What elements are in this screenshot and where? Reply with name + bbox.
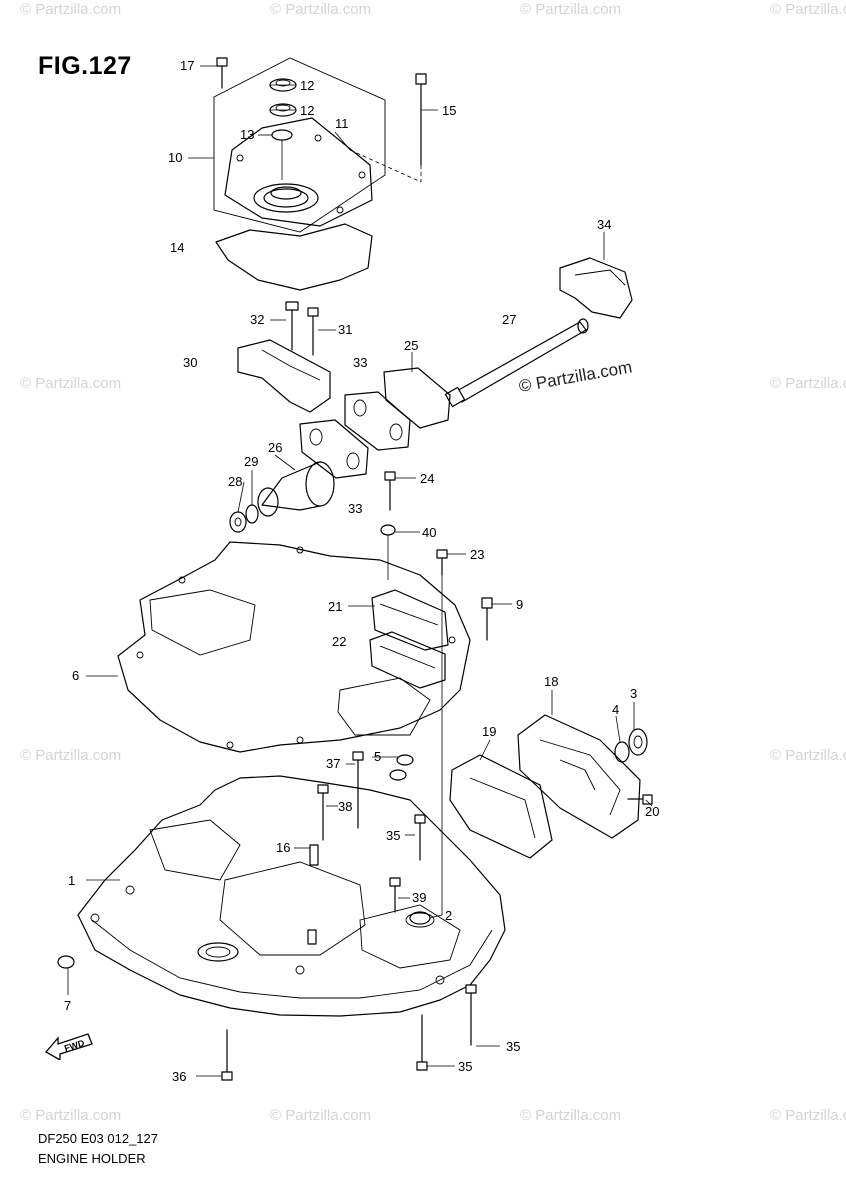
watermark: © Partzilla.com (770, 1107, 846, 1124)
watermark: © Partzilla.com (770, 1, 846, 18)
watermark: © Partzilla.com (520, 1, 621, 18)
watermark: © Partzilla.com (770, 747, 846, 764)
callout-37: 37 (326, 756, 340, 771)
callout-32: 32 (250, 312, 264, 327)
callout-35: 35 (458, 1059, 472, 1074)
shaft-27 (444, 318, 589, 408)
callout-10: 10 (168, 150, 182, 165)
watermark: © Partzilla.com (270, 1107, 371, 1124)
bracket-34 (559, 257, 633, 319)
watermark: © Partzilla.com (20, 375, 121, 392)
bolt-24 (380, 471, 396, 580)
watermark: © Partzilla.com (20, 1, 121, 18)
long-bolt-15 (349, 73, 427, 183)
callout-7: 7 (64, 998, 71, 1013)
callout-35: 35 (386, 828, 400, 843)
callout-13: 13 (240, 127, 254, 142)
figure-title: FIG.127 (38, 52, 132, 80)
bolts-23-9 (436, 549, 493, 915)
watermark-main: © Partzilla.com (517, 357, 633, 396)
figure-name: ENGINE HOLDER (38, 1151, 146, 1166)
callout-17: 17 (180, 58, 194, 73)
cover-21 (369, 589, 449, 689)
callout-21: 21 (328, 599, 342, 614)
callout-4: 4 (612, 702, 619, 717)
callout-34: 34 (597, 217, 611, 232)
callout-15: 15 (442, 103, 456, 118)
forward-label: FWD (63, 1038, 86, 1054)
watermark: © Partzilla.com (770, 375, 846, 392)
gasket-6 (117, 541, 471, 753)
forward-arrow-icon: FWD (44, 1033, 93, 1060)
watermark: © Partzilla.com (520, 1107, 621, 1124)
callouts: 17 12 12 13 11 10 15 14 34 32 31 27 30 3… (64, 58, 659, 1084)
plates-25-33 (299, 367, 451, 479)
callout-40: 40 (422, 525, 436, 540)
callout-29: 29 (244, 454, 258, 469)
callout-1: 1 (68, 873, 75, 888)
callout-20: 20 (645, 804, 659, 819)
engine-holder-1 (77, 775, 506, 1017)
watermark: © Partzilla.com (20, 747, 121, 764)
callout-39: 39 (412, 890, 426, 905)
watermark: © Partzilla.com (20, 1107, 121, 1124)
figure-code: DF250 E03 012_127 (38, 1131, 158, 1146)
holder-bolts (57, 751, 477, 1081)
callout-3: 3 (630, 686, 637, 701)
callout-11: 11 (335, 116, 349, 131)
callout-38: 38 (338, 799, 352, 814)
leader-lines (67, 65, 653, 1077)
callout-19: 19 (482, 724, 496, 739)
watermarks: © Partzilla.com © Partzilla.com © Partzi… (20, 1, 846, 1124)
mount-30 (237, 301, 331, 413)
callout-26: 26 (268, 440, 282, 455)
callout-33: 33 (353, 355, 367, 370)
callout-28: 28 (228, 474, 242, 489)
callout-6: 6 (72, 668, 79, 683)
callout-23: 23 (470, 547, 484, 562)
callout-27: 27 (502, 312, 516, 327)
callout-33: 33 (348, 501, 362, 516)
callout-16: 16 (276, 840, 290, 855)
callout-36: 36 (172, 1069, 186, 1084)
callout-35: 35 (506, 1039, 520, 1054)
callout-30: 30 (183, 355, 197, 370)
callout-2: 2 (445, 908, 452, 923)
mount-rubber-26 (229, 461, 335, 533)
callout-14: 14 (170, 240, 184, 255)
callout-12: 12 (300, 103, 314, 118)
callout-24: 24 (420, 471, 434, 486)
callout-22: 22 (332, 634, 346, 649)
callout-18: 18 (544, 674, 558, 689)
callout-25: 25 (404, 338, 418, 353)
callout-5: 5 (374, 749, 381, 764)
callout-9: 9 (516, 597, 523, 612)
callout-31: 31 (338, 322, 352, 337)
bolt-17 (216, 57, 228, 89)
watermark: © Partzilla.com (270, 1, 371, 18)
housing-18 (449, 714, 653, 859)
callout-12: 12 (300, 78, 314, 93)
